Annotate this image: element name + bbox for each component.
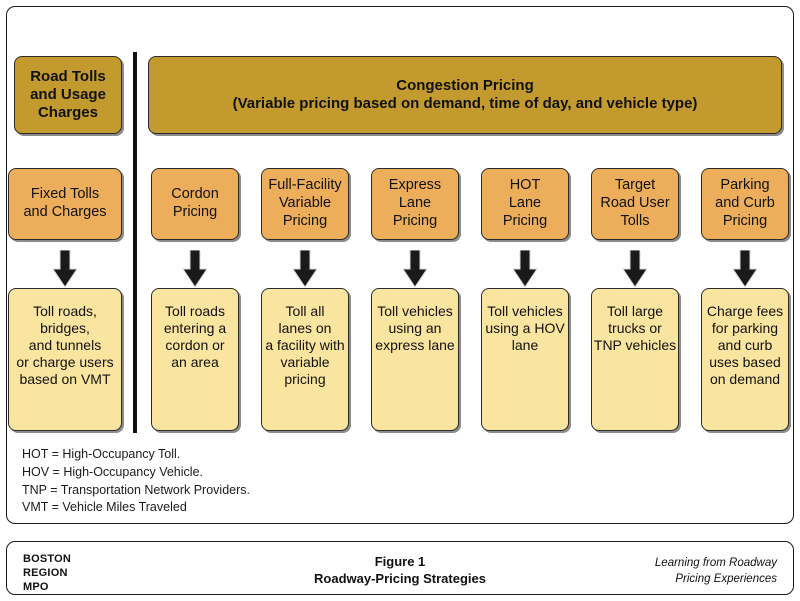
- logo-line-boston: BOSTON: [23, 553, 72, 565]
- description-target-road-user-tolls: Toll large trucks or TNP vehicles: [591, 288, 679, 431]
- description-parking-and-curb-pricing: Charge fees for parking and curb uses ba…: [701, 288, 789, 431]
- description-cordon-pricing-label: Toll roads entering a cordon or an area: [163, 303, 227, 371]
- arrow-down-full-facility: [292, 250, 318, 288]
- footer-panel: BOSTON REGION MPO Figure 1 Roadway-Prici…: [6, 541, 794, 595]
- source-line-1: Learning from Roadway: [654, 557, 777, 569]
- description-fixed-tolls-and-charges-label: Toll roads, bridges, and tunnels or char…: [16, 303, 114, 388]
- arrow-down-fixed-tolls: [52, 250, 78, 288]
- description-full-facility-variable-pricing: Toll all lanes on a facility with variab…: [261, 288, 349, 431]
- abbreviation-vmt: VMT = Vehicle Miles Traveled: [22, 500, 187, 515]
- category-full-facility-variable-pricing: Full-Facility Variable Pricing: [261, 168, 349, 240]
- description-parking-and-curb-pricing-label: Charge fees for parking and curb uses ba…: [706, 303, 784, 388]
- group-header-road-tolls: Road Tolls and Usage Charges: [14, 56, 122, 134]
- abbreviation-hot: HOT = High-Occupancy Toll.: [22, 447, 181, 461]
- description-hot-lane-pricing-label: Toll vehicles using a HOV lane: [485, 303, 565, 354]
- figure-number: Figure 1: [374, 554, 426, 569]
- category-parking-and-curb-pricing-label: Parking and Curb Pricing: [715, 177, 775, 229]
- logo-line-mpo: MPO: [23, 581, 49, 594]
- category-cordon-pricing: Cordon Pricing: [151, 168, 239, 240]
- description-fixed-tolls-and-charges: Toll roads, bridges, and tunnels or char…: [8, 288, 122, 431]
- group-header-congestion-pricing-label: Congestion Pricing (Variable pricing bas…: [232, 76, 698, 112]
- abbreviation-hov: HOV = High-Occupancy Vehicle.: [22, 464, 203, 479]
- category-full-facility-variable-pricing-label: Full-Facility Variable Pricing: [268, 177, 342, 229]
- description-express-lane-pricing-label: Toll vehicles using an express lane: [375, 303, 455, 354]
- description-target-road-user-tolls-label: Toll large trucks or TNP vehicles: [593, 303, 677, 354]
- category-target-road-user-tolls: Target Road User Tolls: [591, 168, 679, 240]
- arrow-down-express-lane: [402, 250, 428, 288]
- abbreviation-tnp: TNP = Transportation Network Providers.: [22, 482, 250, 497]
- arrow-down-parking-curb: [732, 250, 758, 288]
- logo-line-region: REGION: [23, 567, 68, 580]
- figure-caption: Figure 1 Roadway-Pricing Strategies: [7, 554, 793, 588]
- category-hot-lane-pricing-label: HOT Lane Pricing: [502, 177, 548, 229]
- description-express-lane-pricing: Toll vehicles using an express lane: [371, 288, 459, 431]
- column-divider: [133, 52, 137, 433]
- source-line-2: Pricing Experiences: [675, 572, 777, 585]
- figure-title: Roadway-Pricing Strategies: [314, 570, 486, 586]
- description-cordon-pricing: Toll roads entering a cordon or an area: [151, 288, 239, 431]
- category-parking-and-curb-pricing: Parking and Curb Pricing: [701, 168, 789, 240]
- group-header-congestion-pricing: Congestion Pricing (Variable pricing bas…: [148, 56, 782, 134]
- category-cordon-pricing-label: Cordon Pricing: [171, 186, 219, 220]
- category-fixed-tolls-and-charges: Fixed Tolls and Charges: [8, 168, 122, 240]
- description-hot-lane-pricing: Toll vehicles using a HOV lane: [481, 288, 569, 431]
- category-express-lane-pricing: Express Lane Pricing: [371, 168, 459, 240]
- arrow-down-target-road-user: [622, 250, 648, 288]
- description-full-facility-variable-pricing-label: Toll all lanes on a facility with variab…: [265, 303, 345, 388]
- category-express-lane-pricing-label: Express Lane Pricing: [388, 177, 442, 229]
- boston-region-mpo-logo: BOSTON REGION MPO: [23, 552, 71, 594]
- category-target-road-user-tolls-label: Target Road User Tolls: [600, 177, 670, 229]
- group-header-road-tolls-label: Road Tolls and Usage Charges: [30, 67, 106, 122]
- category-fixed-tolls-and-charges-label: Fixed Tolls and Charges: [23, 186, 107, 220]
- category-hot-lane-pricing: HOT Lane Pricing: [481, 168, 569, 240]
- source-publication: Learning from Roadway Pricing Experience…: [655, 556, 777, 587]
- arrow-down-cordon-pricing: [182, 250, 208, 288]
- arrow-down-hot-lane: [512, 250, 538, 288]
- abbreviations-legend: HOT = High-Occupancy Toll. HOV = High-Oc…: [22, 446, 250, 517]
